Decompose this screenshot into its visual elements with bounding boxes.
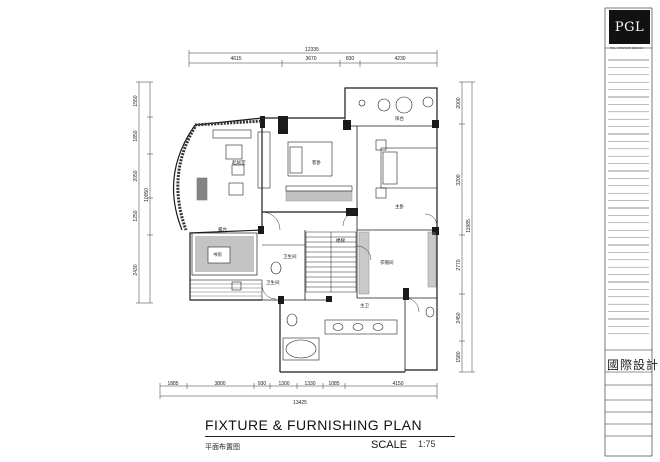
dim-bottom-7: 4150: [392, 381, 403, 387]
furniture: [196, 96, 438, 361]
dim-bottom-2: 3800: [214, 381, 225, 387]
svg-text:1550: 1550: [133, 95, 139, 106]
drawing-subtitle: 平面布置图: [205, 443, 240, 451]
dim-bottom-3: 930: [258, 381, 267, 387]
room-label-bedroom: 客卧: [312, 159, 321, 166]
drawing-title: FIXTURE & FURNISHING PLAN: [205, 417, 423, 433]
room-label-master: 主卧: [395, 203, 404, 210]
svg-text:2430: 2430: [133, 264, 139, 275]
dim-bottom-6: 1085: [328, 381, 339, 387]
brand-mark: 國際設計: [607, 358, 660, 372]
room-label-bath2: 卫生间: [283, 253, 297, 260]
dim-bottom-total: 13425: [293, 400, 307, 406]
dim-top-2: 3670: [305, 56, 316, 62]
door-swings: [261, 211, 438, 313]
svg-text:3200: 3200: [456, 174, 462, 185]
dim-top-1: 4615: [230, 56, 241, 62]
left-dims: 1550 1850 2050 1250 2430 10050: [133, 95, 150, 275]
company-logo: PGL: [609, 10, 650, 44]
svg-text:2450: 2450: [456, 312, 462, 323]
scale-value: 1:75: [418, 439, 436, 449]
room-label-living: 起居室: [232, 159, 246, 166]
stair: [305, 231, 357, 293]
room-label-stair: 楼梯: [336, 237, 345, 244]
dim-top-total: 12335: [305, 47, 319, 53]
room-labels: 露台 起居室 客卧 主卧 阳台 衣帽间 卫生间 卫生间 主卫 书房 楼梯: [213, 115, 404, 309]
walls: [172, 87, 438, 373]
svg-text:1580: 1580: [456, 351, 462, 362]
room-label-bath1: 卫生间: [266, 279, 280, 286]
dim-bottom-5: 1330: [304, 381, 315, 387]
svg-text:2770: 2770: [456, 259, 462, 270]
dim-bottom-4: 1300: [278, 381, 289, 387]
columns: [258, 116, 439, 304]
room-label-bath3: 主卫: [360, 302, 369, 309]
svg-text:2050: 2050: [133, 170, 139, 181]
room-label-balcony: 阳台: [395, 115, 404, 122]
svg-text:10050: 10050: [144, 188, 150, 202]
title-rule: [205, 436, 455, 437]
room-label-terrace: 露台: [218, 226, 227, 233]
logo-subtitle: PGL INTERIOR DESIGN: [610, 46, 644, 50]
svg-text:11985: 11985: [466, 219, 472, 233]
svg-text:2000: 2000: [456, 97, 462, 108]
dim-bottom-1: 1885: [167, 381, 178, 387]
dim-top-3: 830: [346, 56, 355, 62]
room-label-closet: 衣帽间: [380, 259, 394, 266]
svg-text:1250: 1250: [133, 210, 139, 221]
room-label-study: 书房: [213, 251, 222, 258]
scale-label: SCALE: [371, 439, 408, 451]
terrace-planter: [176, 119, 263, 301]
dimension-lines: [136, 50, 475, 399]
dim-top-4: 4230: [394, 56, 405, 62]
svg-text:1850: 1850: [133, 130, 139, 141]
title-block: [604, 7, 653, 457]
right-dims: 2000 3200 2770 2450 1580 11985: [456, 97, 472, 362]
